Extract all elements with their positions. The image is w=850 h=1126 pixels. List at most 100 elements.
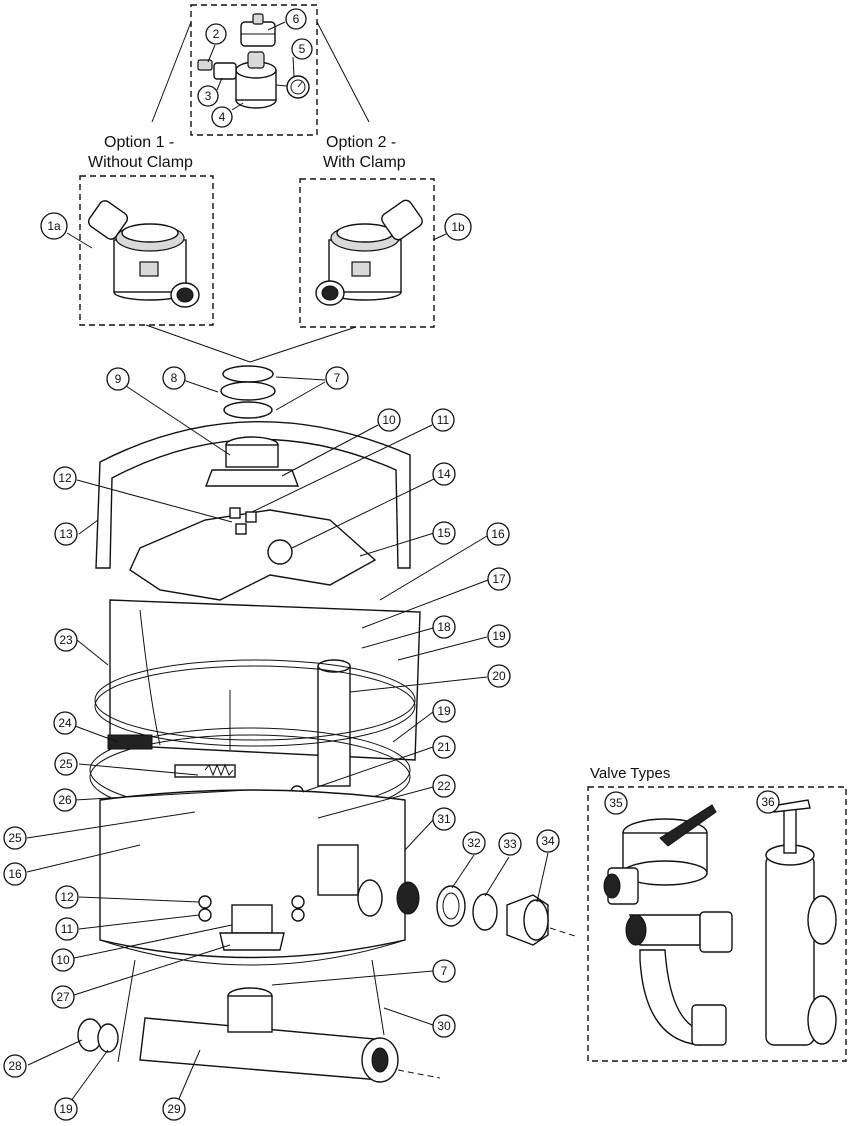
svg-text:21: 21 [437, 740, 451, 754]
svg-text:26: 26 [58, 793, 72, 807]
svg-text:1a: 1a [47, 219, 61, 233]
svg-text:30: 30 [437, 1019, 451, 1033]
callout-36: 36 [756, 790, 780, 814]
callout-11-top: 11 [431, 408, 455, 432]
callout-1a: 1a [40, 212, 68, 240]
callout-20: 20 [487, 664, 511, 688]
valve-head-subassembly [190, 4, 318, 136]
callout-23: 23 [54, 628, 78, 652]
svg-text:29: 29 [167, 1102, 181, 1116]
callout-19-upper: 19 [487, 624, 511, 648]
callout-28: 28 [3, 1054, 27, 1078]
svg-text:13: 13 [59, 527, 73, 541]
callout-27: 27 [51, 985, 75, 1009]
callout-32: 32 [462, 831, 486, 855]
callout-19-bottom: 19 [54, 1097, 78, 1121]
callout-17: 17 [487, 567, 511, 591]
svg-text:25: 25 [59, 757, 73, 771]
svg-text:10: 10 [56, 953, 70, 967]
callout-leaders [26, 21, 549, 1109]
svg-text:5: 5 [299, 42, 306, 56]
callout-35: 35 [604, 791, 628, 815]
svg-text:6: 6 [293, 12, 300, 26]
callout-1b: 1b [444, 213, 472, 241]
callout-11-bottom: 11 [55, 917, 79, 941]
svg-text:19: 19 [437, 704, 451, 718]
callout-14: 14 [432, 462, 456, 486]
callouts: 1a 1b 2 3 4 5 6 7 8 9 10 11 12 13 14 15 … [3, 8, 780, 1121]
option-2-line2: With Clamp [323, 154, 406, 171]
svg-text:25: 25 [8, 831, 22, 845]
svg-text:9: 9 [115, 372, 122, 386]
callout-30: 30 [432, 1014, 456, 1038]
callout-26: 26 [53, 788, 77, 812]
option-2-box [299, 178, 435, 328]
callout-22: 22 [432, 774, 456, 798]
callout-25-upper: 25 [54, 752, 78, 776]
svg-text:16: 16 [8, 867, 22, 881]
svg-text:19: 19 [59, 1102, 73, 1116]
callout-10-top: 10 [377, 408, 401, 432]
svg-text:4: 4 [219, 110, 226, 124]
side-union-parts [396, 881, 579, 946]
svg-text:12: 12 [60, 890, 74, 904]
callout-15: 15 [432, 521, 456, 545]
svg-text:20: 20 [492, 669, 506, 683]
callout-7-top: 7 [325, 366, 349, 390]
option-1-line2: Without Clamp [88, 154, 193, 171]
callout-31: 31 [432, 807, 456, 831]
callout-19-mid: 19 [432, 699, 456, 723]
callout-33: 33 [498, 832, 522, 856]
callout-6: 6 [285, 8, 307, 30]
svg-text:34: 34 [541, 834, 555, 848]
callout-21: 21 [432, 735, 456, 759]
svg-text:1b: 1b [451, 220, 465, 234]
callout-29: 29 [162, 1097, 186, 1121]
callout-18: 18 [432, 615, 456, 639]
svg-text:7: 7 [334, 371, 341, 385]
valve-types-title: Valve Types [590, 765, 670, 782]
callout-16-right: 16 [486, 522, 510, 546]
callout-25-lower: 25 [3, 826, 27, 850]
svg-text:31: 31 [437, 812, 451, 826]
callout-13: 13 [54, 522, 78, 546]
callout-12-top: 12 [53, 466, 77, 490]
svg-text:17: 17 [492, 572, 506, 586]
svg-text:10: 10 [382, 413, 396, 427]
svg-text:15: 15 [437, 526, 451, 540]
svg-text:11: 11 [437, 413, 450, 427]
callout-8: 8 [162, 366, 186, 390]
svg-text:32: 32 [467, 836, 481, 850]
svg-text:16: 16 [491, 527, 505, 541]
callout-2: 2 [205, 23, 227, 45]
svg-text:35: 35 [609, 796, 623, 810]
svg-text:23: 23 [59, 633, 73, 647]
callout-7-bottom: 7 [432, 959, 456, 983]
callout-10-bottom: 10 [51, 948, 75, 972]
svg-text:33: 33 [503, 837, 517, 851]
svg-text:28: 28 [8, 1059, 22, 1073]
option-1-box [79, 175, 214, 326]
callout-5: 5 [291, 38, 313, 60]
svg-text:7: 7 [441, 964, 448, 978]
svg-text:19: 19 [492, 629, 506, 643]
callout-24: 24 [53, 711, 77, 735]
callout-4: 4 [211, 106, 233, 128]
svg-text:2: 2 [213, 27, 220, 41]
filter-tank-assembly [77, 365, 441, 1083]
callout-34: 34 [536, 829, 560, 853]
svg-text:18: 18 [437, 620, 451, 634]
option-1-line1: Option 1 - [104, 134, 174, 151]
multiport-valve-35 [603, 804, 733, 1046]
callout-12-bottom: 12 [55, 885, 79, 909]
option-2-line1: Option 2 - [326, 134, 396, 151]
svg-text:27: 27 [56, 990, 70, 1004]
svg-text:11: 11 [61, 922, 74, 936]
svg-text:24: 24 [58, 716, 72, 730]
svg-text:22: 22 [437, 779, 451, 793]
svg-text:14: 14 [437, 467, 451, 481]
svg-text:3: 3 [205, 89, 212, 103]
svg-text:36: 36 [761, 795, 775, 809]
svg-text:8: 8 [171, 371, 178, 385]
